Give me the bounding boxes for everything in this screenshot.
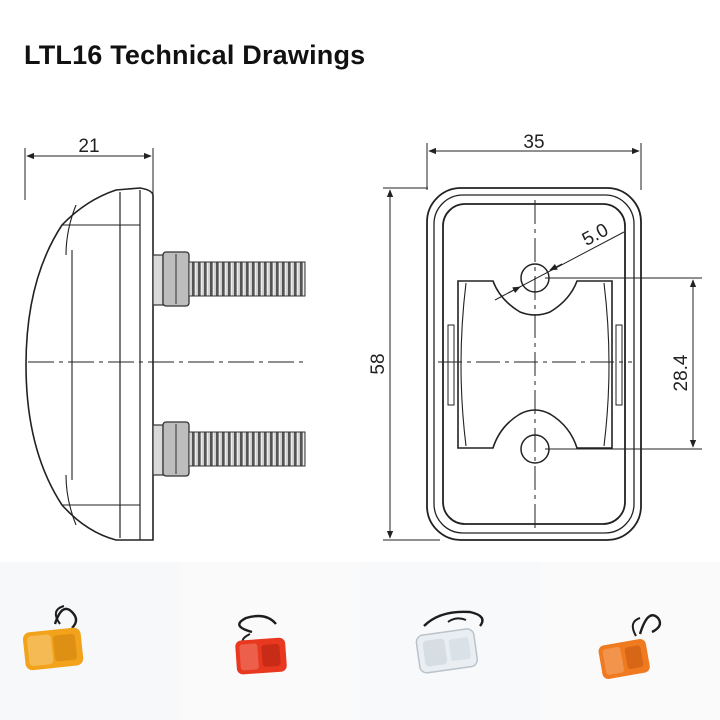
front-view — [383, 143, 702, 541]
red-lamp-photo — [180, 562, 360, 720]
technical-drawing: 21 35 58 28.4 5 — [24, 132, 702, 541]
dimension-front-height: 58 — [368, 353, 389, 374]
dimension-hole-diameter: 5.0 — [579, 220, 612, 251]
amber-lamp-photo — [0, 562, 180, 720]
lower-bolt — [152, 421, 306, 477]
page-title: LTL16 Technical Drawings — [24, 40, 366, 70]
lens — [598, 639, 650, 679]
upper-bolt — [152, 251, 306, 307]
clear-lamp-photo — [360, 562, 540, 720]
dimension-hole-spacing: 28.4 — [671, 354, 692, 391]
lens — [22, 627, 84, 671]
side-view — [24, 148, 305, 541]
dimension-front-width: 35 — [523, 132, 544, 153]
product-photo-strip — [0, 562, 720, 720]
lens — [235, 637, 287, 675]
orange-lamp-photo — [540, 562, 720, 720]
dimension-side-depth: 21 — [78, 136, 99, 157]
